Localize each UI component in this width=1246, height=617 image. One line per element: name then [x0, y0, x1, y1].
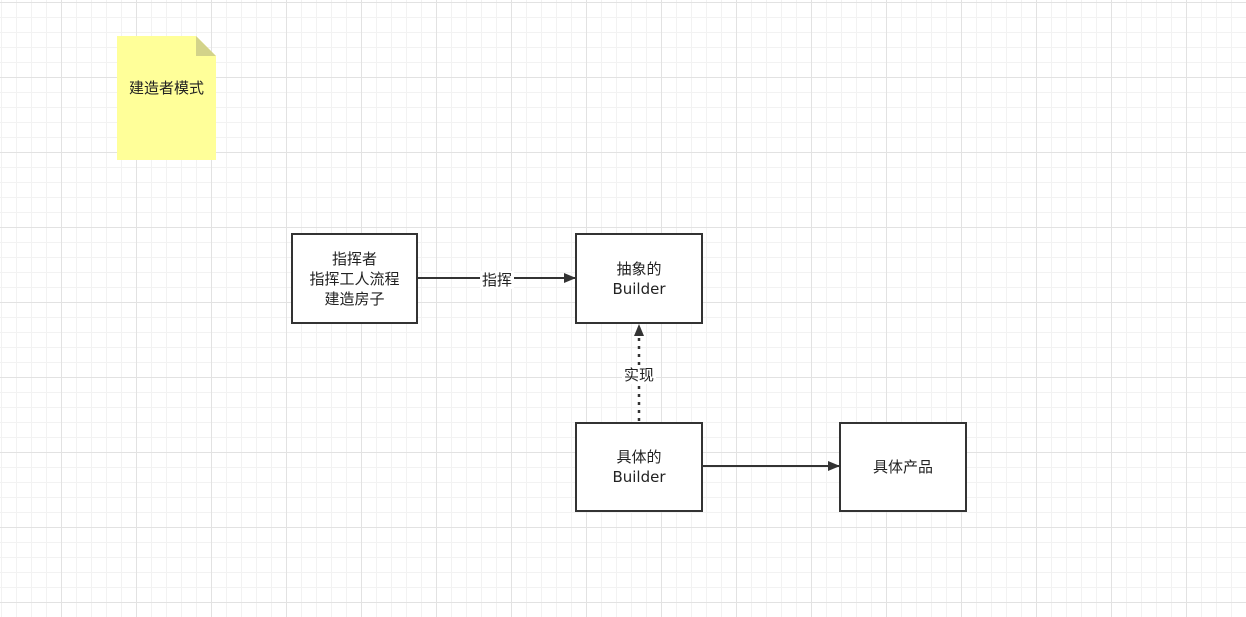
director-node[interactable]: 指挥者 指挥工人流程 建造房子	[291, 233, 418, 324]
edge-label-direct: 指挥	[480, 271, 515, 289]
product-node[interactable]: 具体产品	[839, 422, 967, 512]
sticky-note-text: 建造者模式	[129, 79, 205, 97]
edge-label-implement: 实现	[622, 366, 657, 384]
sticky-note[interactable]: 建造者模式	[117, 36, 216, 160]
abstract-builder-node[interactable]: 抽象的 Builder	[575, 233, 703, 324]
sticky-note-shape	[117, 36, 216, 160]
concrete-builder-node[interactable]: 具体的 Builder	[575, 422, 703, 512]
